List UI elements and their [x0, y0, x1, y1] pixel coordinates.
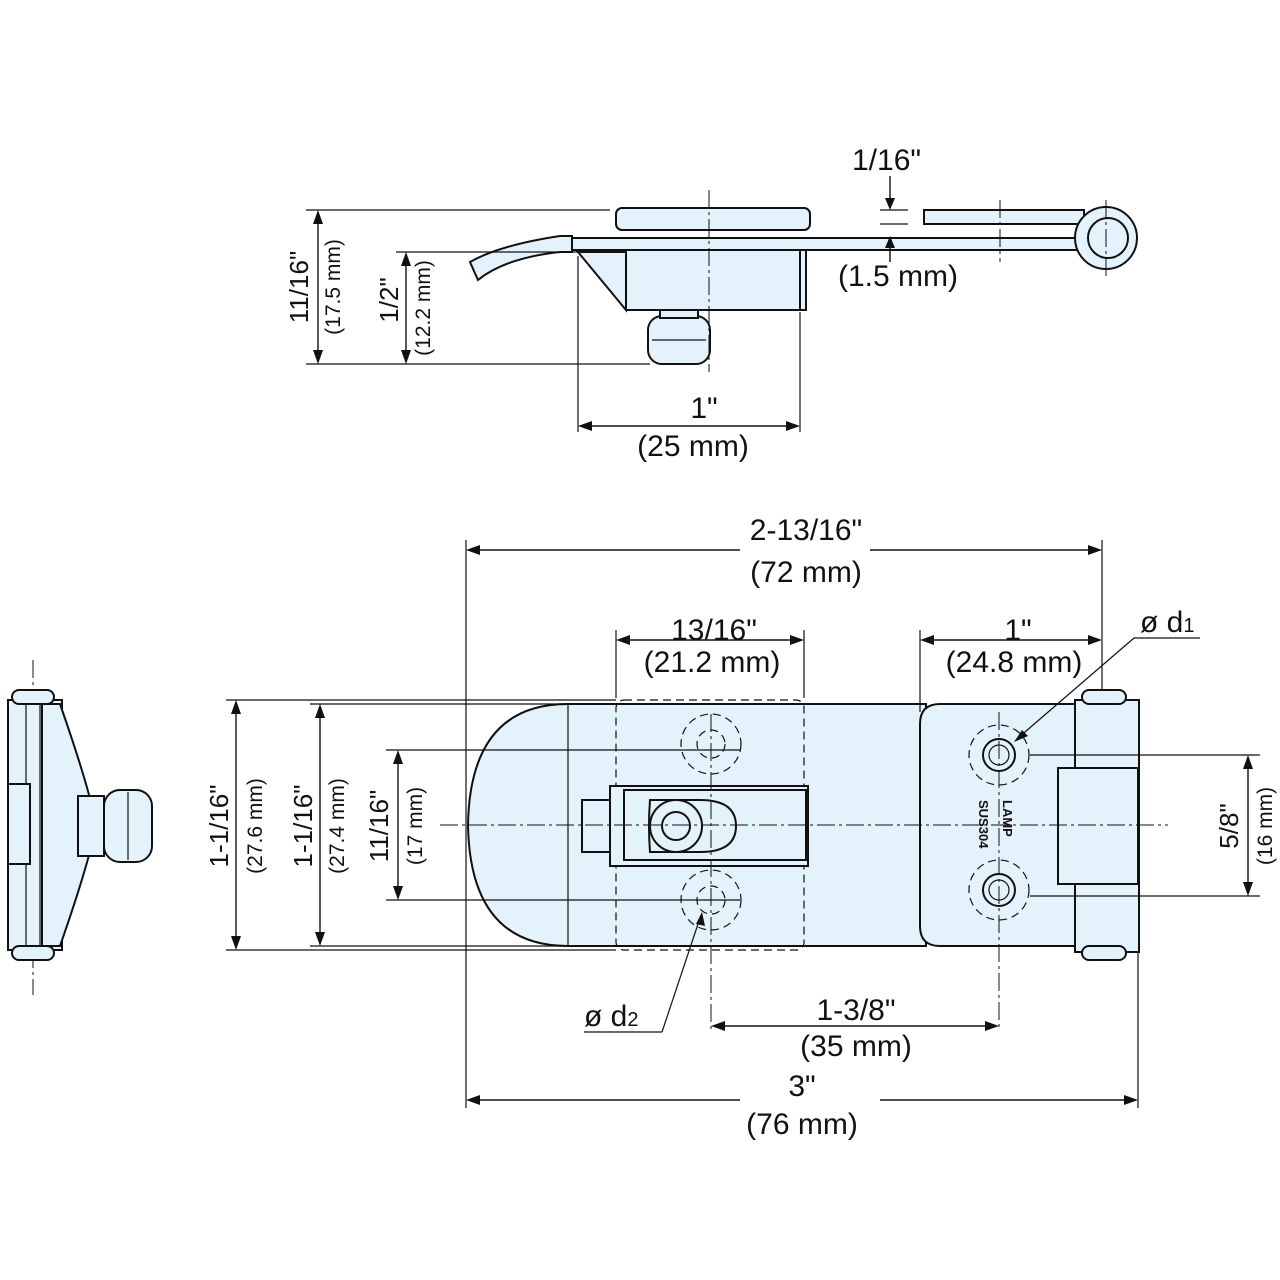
hinge-width-mm-label: (24.8 mm): [946, 646, 1083, 679]
hole-spacing-mm-label: (17 mm): [404, 787, 427, 865]
hinge-hole-spacing-mm-label: (16 mm): [1254, 787, 1277, 865]
side-view-dimensions: [306, 176, 908, 432]
width-inner-inch-label: 1-1/16": [288, 785, 318, 868]
side-view-latch: [468, 190, 1138, 372]
height-inch-label: 11/16": [284, 251, 314, 323]
body-width-inch-label: 1": [690, 392, 717, 425]
body-height-inch-label: 1/2": [374, 277, 404, 322]
overall-length-inch-label: 2-13/16": [750, 514, 862, 547]
hole-pitch-inch-label: 1-3/8": [816, 994, 895, 1027]
plan-view-dimensions: [226, 540, 1260, 1108]
body-height-mm-label: (12.2 mm): [412, 260, 435, 356]
slot-width-inch-label: 13/16": [671, 614, 757, 647]
hinge-width-inch-label: 1": [1004, 614, 1031, 647]
overall-length-mm-label: (72 mm): [750, 556, 862, 589]
hole-spacing-inch-label: 11/16": [364, 790, 394, 862]
thickness-inch-label: 1/16": [852, 144, 921, 177]
height-mm-label: (17.5 mm): [322, 239, 345, 335]
hole-pitch-mm-label: (35 mm): [800, 1030, 912, 1063]
stamp-brand: LAMP: [1000, 800, 1015, 837]
thickness-mm-label: (1.5 mm): [838, 260, 958, 293]
hinge-hole-spacing-inch-label: 5/8": [1214, 803, 1244, 848]
end-view-latch: [7, 660, 153, 995]
width-inner-mm-label: (27.4 mm): [326, 778, 349, 874]
hole-d1-label: ø d1: [1140, 606, 1194, 639]
total-length-inch-label: 3": [788, 1070, 815, 1103]
body-width-mm-label: (25 mm): [637, 430, 749, 463]
hole-d2-label: ø d2: [584, 1000, 638, 1033]
width-outer-mm-label: (27.6 mm): [244, 778, 267, 874]
plan-view-latch: [440, 689, 1168, 1030]
total-length-mm-label: (76 mm): [746, 1108, 858, 1141]
slot-width-mm-label: (21.2 mm): [644, 646, 781, 679]
width-outer-inch-label: 1-1/16": [204, 785, 234, 868]
stamp-material: SUS304: [976, 800, 991, 849]
